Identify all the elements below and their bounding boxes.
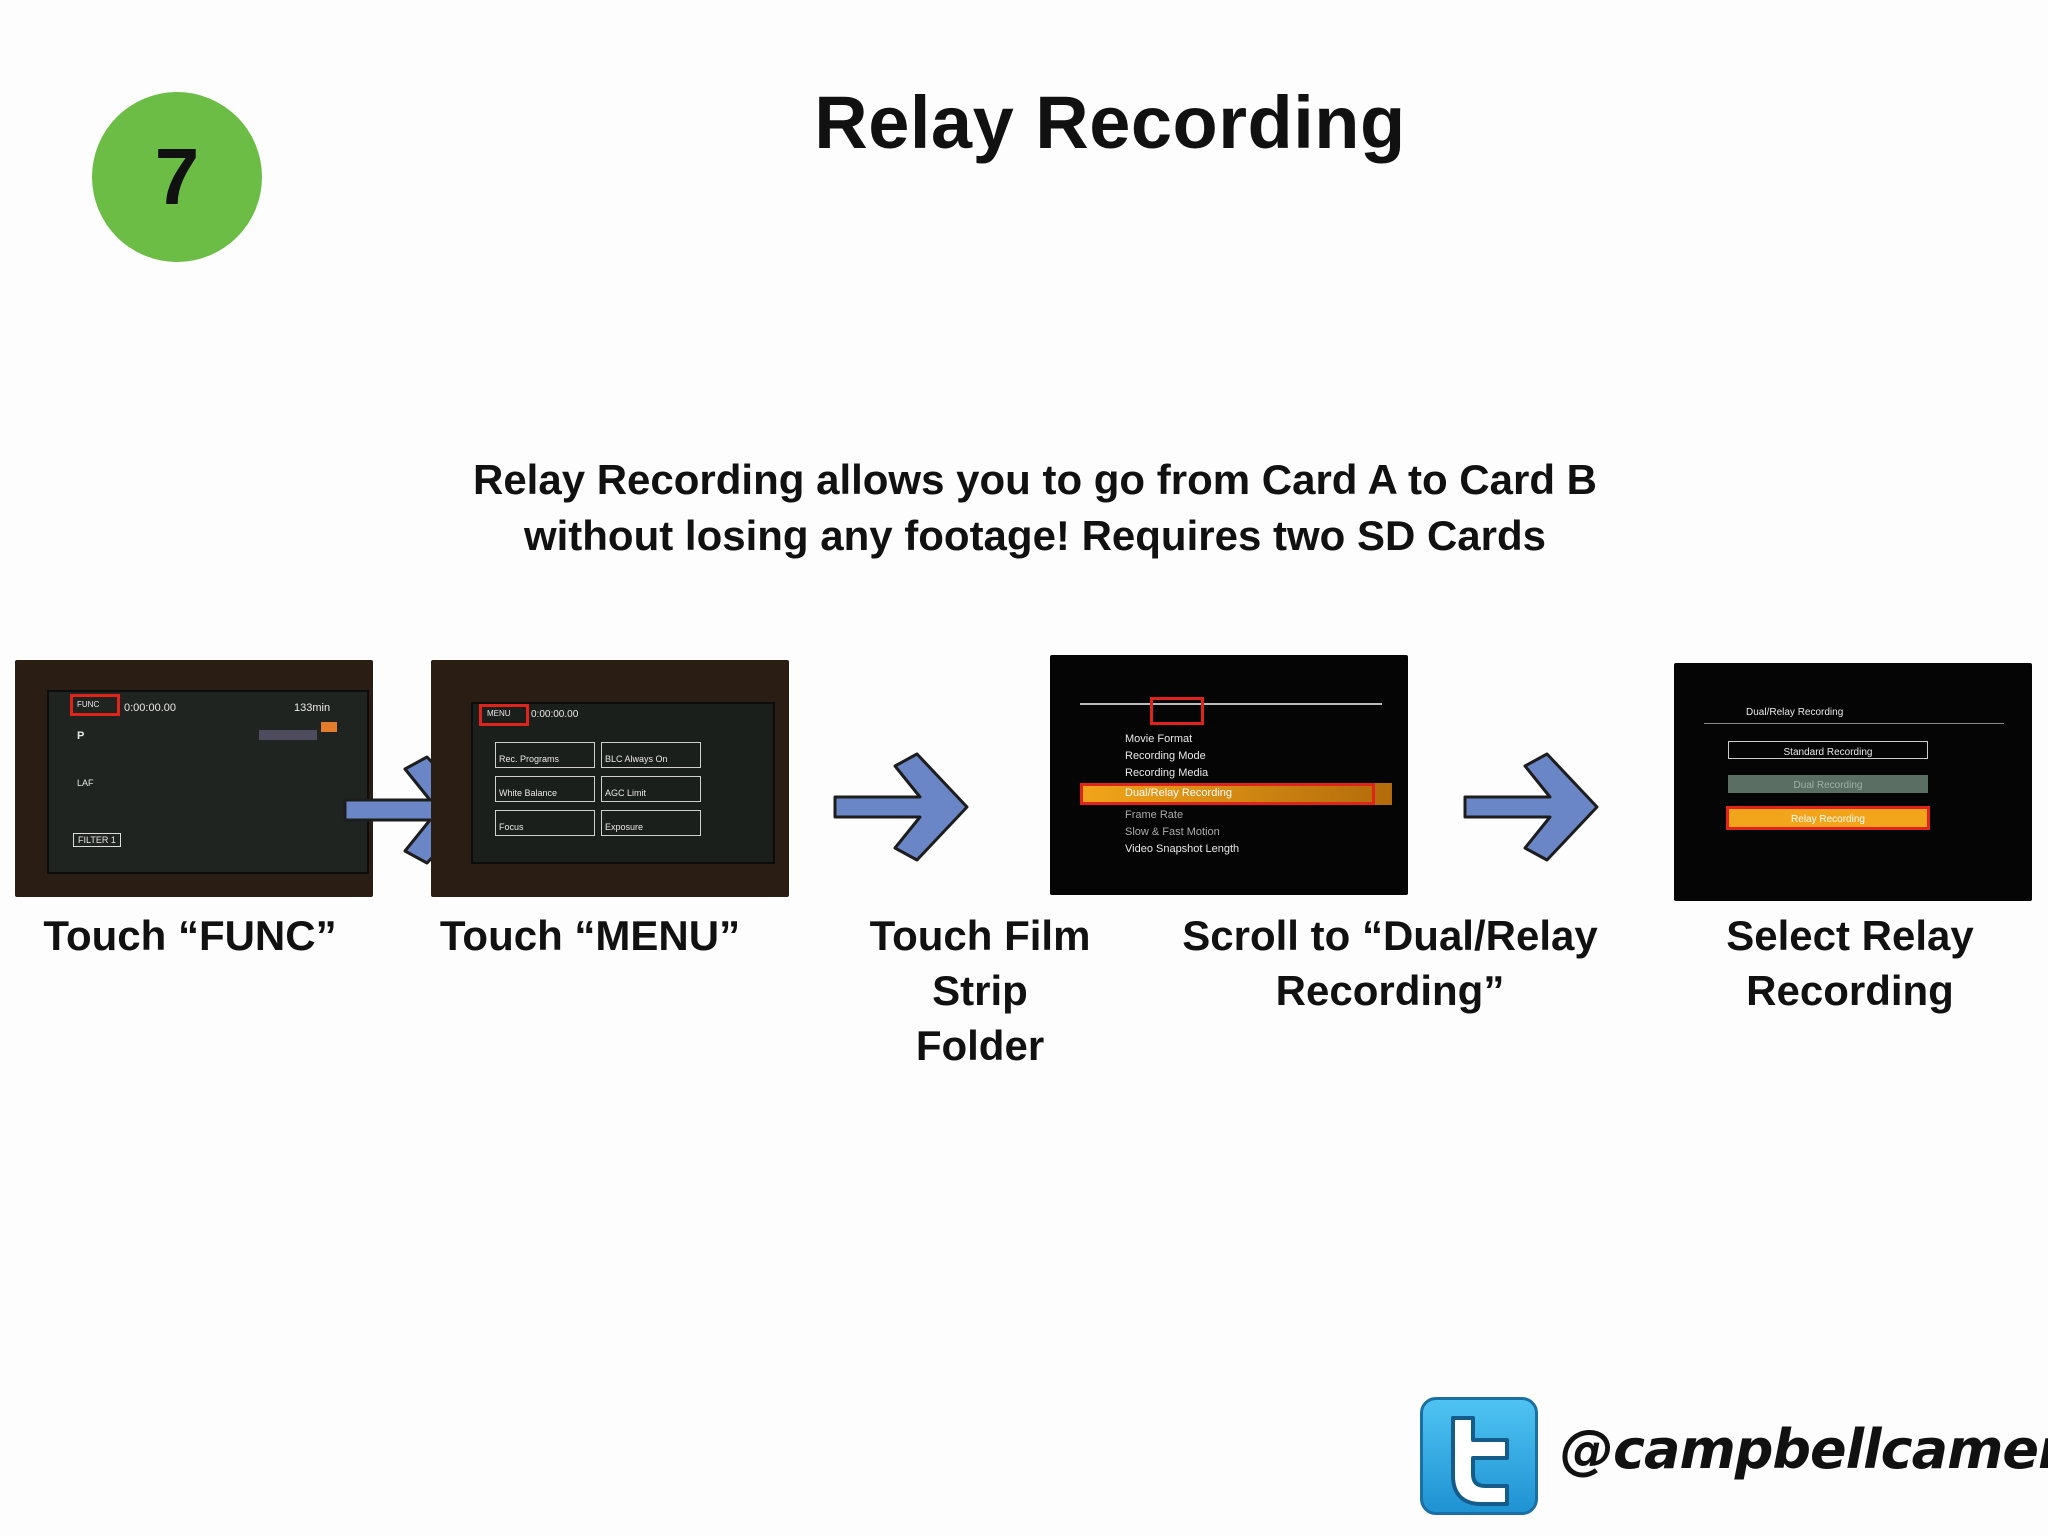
highlighted-item-bar (1080, 783, 1392, 805)
orange-indicator (321, 722, 337, 732)
subtitle-line-1: Relay Recording allows you to go from Ca… (472, 456, 1597, 503)
mode-indicator: P (77, 730, 85, 742)
tile-focus: Focus (495, 810, 595, 836)
menu-item: Movie Format (1125, 733, 1193, 745)
tile-rec-programs: Rec. Programs (495, 742, 595, 768)
menu-highlight (479, 704, 529, 726)
menu-item: Slow & Fast Motion (1125, 826, 1220, 838)
caption-step-5: Select Relay Recording (1660, 908, 2040, 1018)
film-strip-tab-highlight (1150, 697, 1204, 725)
tile-label: Focus (499, 822, 524, 832)
option-dual-recording: Dual Recording (1728, 775, 1928, 793)
menu-item: Video Snapshot Length (1125, 843, 1240, 855)
caption-line: Touch Film (869, 912, 1091, 959)
func-label: FUNC (77, 700, 100, 709)
menu-item: Frame Rate (1125, 809, 1184, 821)
menu-item: Recording Mode (1125, 750, 1206, 762)
arrow-3 (1455, 752, 1605, 862)
caption-line: Folder (915, 1022, 1045, 1069)
timecode: 0:00:00.00 (124, 702, 176, 714)
menu-label: MENU (487, 709, 511, 718)
tile-label: BLC Always On (605, 754, 668, 764)
func-highlight (70, 694, 120, 716)
screenshot-film-strip-menu: Movie Format Recording Mode Recording Me… (1050, 655, 1408, 895)
caption-line: Strip (932, 967, 1028, 1014)
tile-label: AGC Limit (605, 788, 647, 798)
remaining-time: 133min (294, 702, 331, 714)
twitter-icon[interactable] (1420, 1397, 1538, 1515)
tile-white-balance: White Balance (495, 776, 595, 802)
header-divider (1704, 723, 2004, 724)
caption-step-3: Touch Film Strip Folder (830, 908, 1130, 1073)
dual-relay-highlight (1080, 783, 1375, 805)
tile-exposure: Exposure (601, 810, 701, 836)
caption-line: Touch “MENU” (439, 912, 741, 959)
twitter-handle[interactable]: @campbellcameras (1560, 1418, 2048, 1481)
caption-step-1: Touch “FUNC” (10, 908, 370, 963)
caption-step-4: Scroll to “Dual/Relay Recording” (1140, 908, 1640, 1018)
tile-label: White Balance (499, 788, 558, 798)
screenshot-menu: MENU 0:00:00.00 Rec. Programs BLC Always… (431, 660, 789, 897)
laf-indicator: LAF (77, 778, 94, 788)
option-label: Dual Recording (1793, 780, 1863, 791)
screenshot-func: FUNC 0:00:00.00 133min P LAF FILTER 1 (15, 660, 373, 897)
tile-label: Exposure (605, 822, 644, 832)
timecode: 0:00:00.00 (531, 709, 579, 720)
camera-screen: FUNC 0:00:00.00 133min P LAF FILTER 1 (47, 690, 369, 874)
menu-tab-bar (1080, 703, 1382, 705)
menu-item: Recording Media (1125, 767, 1209, 779)
camera-screen: MENU 0:00:00.00 Rec. Programs BLC Always… (471, 702, 775, 864)
caption-step-2: Touch “MENU” (410, 908, 770, 963)
option-relay-recording: Relay Recording (1726, 806, 1930, 830)
subtitle-line-2: without losing any footage! Requires two… (523, 512, 1547, 559)
rec-badge (259, 730, 317, 740)
filter-button: FILTER 1 (73, 833, 121, 847)
option-standard-recording: Standard Recording (1728, 741, 1928, 759)
tile-blc-always-on: BLC Always On (601, 742, 701, 768)
option-label: Standard Recording (1783, 747, 1873, 758)
caption-line: Scroll to “Dual/Relay (1182, 912, 1598, 959)
caption-line: Select Relay (1726, 912, 1974, 959)
tile-agc-limit: AGC Limit (601, 776, 701, 802)
page-subtitle: Relay Recording allows you to go from Ca… (350, 452, 1720, 564)
caption-line: Recording” (1275, 967, 1505, 1014)
tile-label: Rec. Programs (499, 754, 560, 764)
menu-item-highlighted: Dual/Relay Recording (1125, 787, 1232, 799)
screenshot-relay-selection: Dual/Relay Recording Standard Recording … (1674, 663, 2032, 901)
arrow-2 (825, 752, 975, 862)
step-number: 7 (154, 132, 200, 221)
step-number-badge: 7 (92, 92, 262, 262)
menu-items: Movie Format Recording Mode Recording Me… (1080, 733, 1395, 883)
caption-line: Recording (1746, 967, 1954, 1014)
page-title: Relay Recording (814, 81, 1406, 164)
caption-line: Touch “FUNC” (43, 912, 337, 959)
option-label: Relay Recording (1791, 814, 1865, 825)
dual-relay-header: Dual/Relay Recording (1746, 707, 1844, 718)
